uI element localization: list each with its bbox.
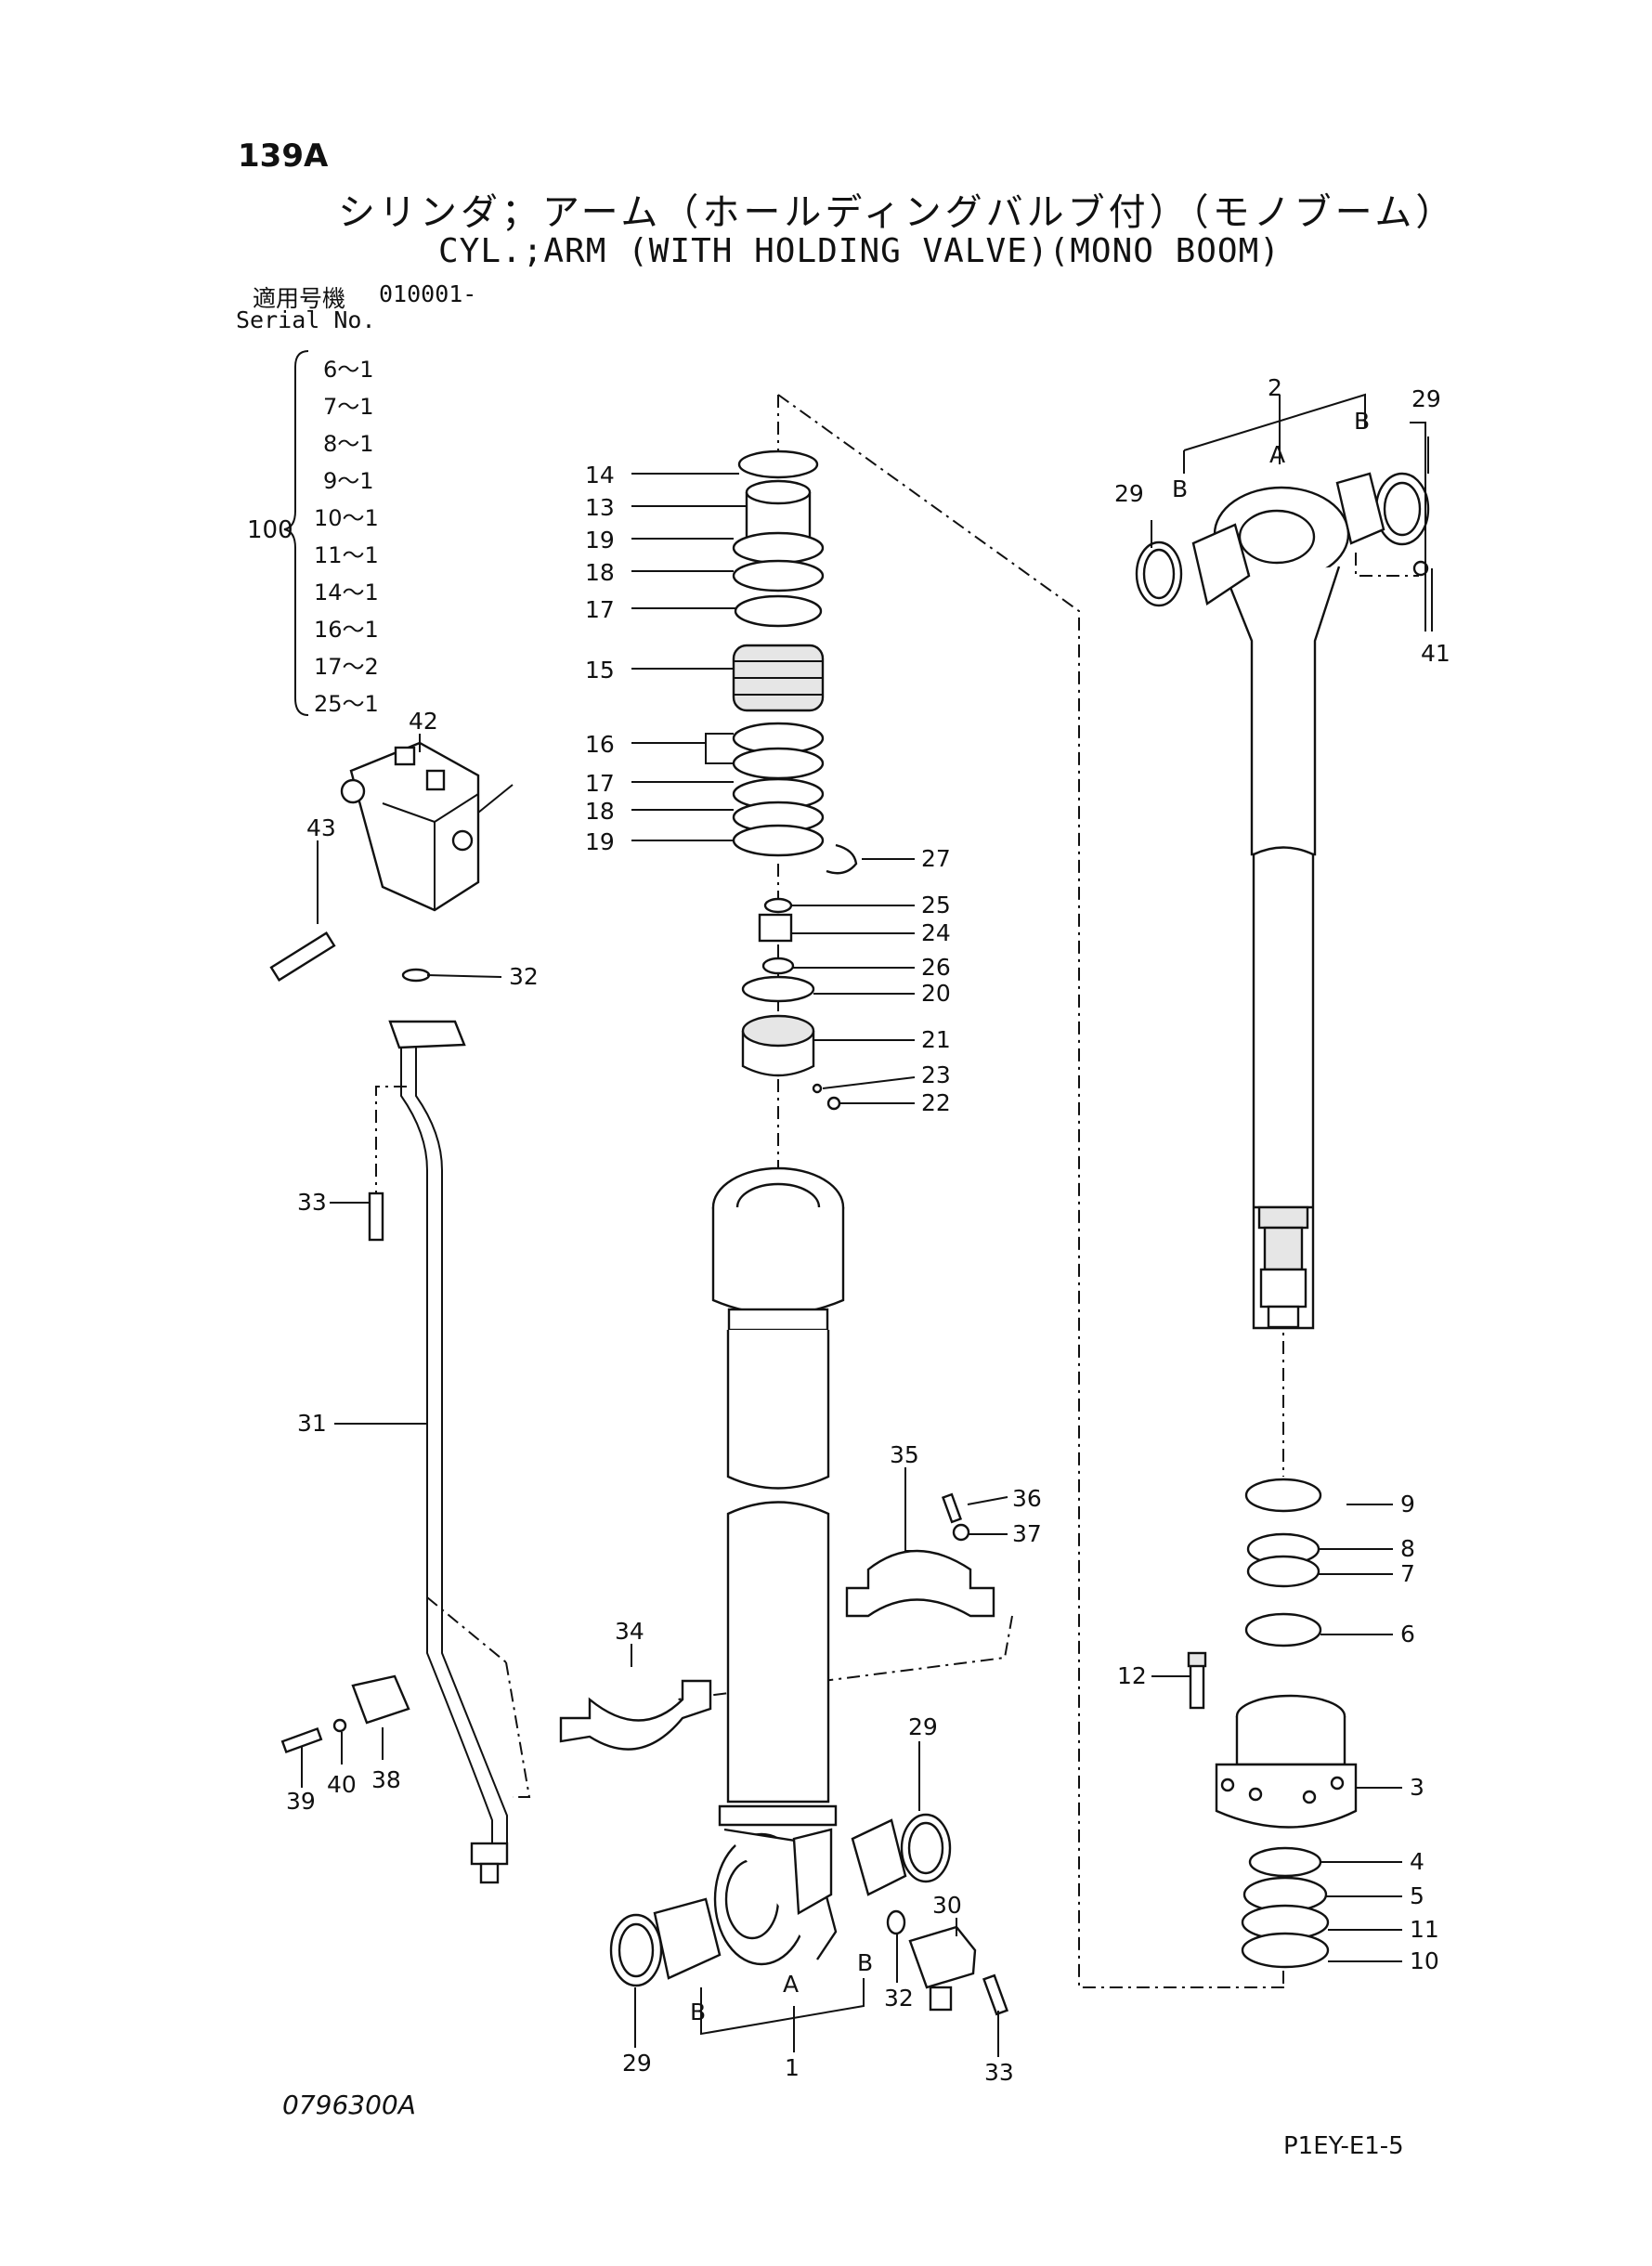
kit-item: 9～1 [323, 468, 374, 494]
callout-18b: 18 [585, 798, 615, 825]
title-english: CYL.;ARM (WITH HOLDING VALVE)(MONO BOOM) [438, 232, 1281, 270]
kit-item: 25～1 [314, 691, 379, 717]
callout-32: 32 [884, 1985, 914, 2012]
pipe-bracket [280, 1674, 410, 1754]
callout-21: 21 [921, 1026, 951, 1053]
callout-10: 10 [1410, 1947, 1439, 1974]
tube-bushings [609, 1813, 952, 1987]
callout-22: 22 [921, 1089, 951, 1116]
callout-31: 31 [297, 1410, 327, 1437]
callout-35: 35 [890, 1441, 919, 1468]
callout-6: 6 [1400, 1621, 1415, 1647]
callout-39: 39 [286, 1788, 316, 1815]
callout-23: 23 [921, 1061, 951, 1088]
callout-2: 2 [1268, 374, 1282, 401]
callout-13: 13 [585, 494, 615, 521]
callout-14: 14 [585, 462, 615, 488]
callout-8: 8 [1400, 1535, 1415, 1562]
callout-20: 20 [921, 980, 951, 1007]
rod-seal-rings [1244, 1478, 1322, 1647]
kit-item: 10～1 [314, 505, 379, 531]
callout-26: 26 [921, 954, 951, 981]
callout-19b: 19 [585, 828, 615, 855]
callout-37: 37 [1012, 1520, 1042, 1547]
callout-29: 29 [622, 2050, 652, 2077]
callout-16: 16 [585, 731, 615, 758]
callout-43: 43 [306, 814, 336, 841]
callout-29: 29 [1114, 480, 1144, 507]
callout-24: 24 [921, 919, 951, 946]
title-japanese: シリンダ；アーム（ホールディングバルブ付）（モノブーム） [338, 191, 1457, 234]
callout-3: 3 [1410, 1774, 1424, 1801]
kit-item: 7～1 [323, 394, 374, 420]
callout-33: 33 [984, 2059, 1014, 2086]
kit-item: 6～1 [323, 357, 374, 383]
label-B: B [690, 1999, 706, 2025]
ab-brackets [700, 393, 1366, 2052]
kit-brace [283, 350, 309, 716]
serial-label-english: Serial No. [236, 306, 376, 333]
holding-valve [269, 741, 514, 982]
pipe-clamps [559, 1492, 995, 1751]
piston-nut-parts [741, 897, 841, 1111]
label-B: B [1172, 475, 1188, 502]
label-A: A [1269, 441, 1285, 468]
callout-17b: 17 [585, 770, 615, 797]
piston-rod [1213, 486, 1350, 1330]
callout-18: 18 [585, 559, 615, 586]
callout-29: 29 [1411, 385, 1441, 412]
callout-5: 5 [1410, 1882, 1424, 1909]
label-B: B [857, 1949, 873, 1976]
elbow-fitting [908, 1925, 1009, 2016]
piston [1187, 1651, 1358, 1969]
page-code: 139A [238, 137, 329, 175]
callout-40: 40 [327, 1771, 357, 1798]
drawing-number: 0796300A [282, 2090, 416, 2120]
kit-item: 8～1 [323, 431, 374, 457]
callout-11: 11 [1410, 1916, 1439, 1943]
kit-item: 11～1 [314, 542, 379, 568]
kit-item: 14～1 [314, 580, 379, 606]
callout-34: 34 [615, 1618, 644, 1645]
rod-bushings [1135, 472, 1430, 607]
sheet-number: P1EY-E1-5 [1283, 2132, 1404, 2160]
callout-1: 1 [785, 2054, 800, 2081]
callout-29: 29 [908, 1713, 938, 1740]
label-B: B [1354, 408, 1370, 435]
callout-4: 4 [1410, 1848, 1424, 1875]
callout-12: 12 [1117, 1662, 1147, 1689]
kit-item: 17～2 [314, 654, 379, 680]
callout-41: 41 [1421, 640, 1450, 667]
callout-25: 25 [921, 892, 951, 918]
cylinder-tube [711, 1166, 845, 1966]
leader-lines [301, 422, 1433, 2057]
callout-32: 32 [509, 963, 539, 990]
head-seals [732, 449, 858, 875]
callout-36: 36 [1012, 1485, 1042, 1512]
callout-27: 27 [921, 845, 951, 872]
label-A: A [783, 1971, 799, 1998]
serial-label-japanese: 適用号機 [253, 285, 346, 312]
callout-7: 7 [1400, 1560, 1415, 1587]
callout-33: 33 [297, 1189, 327, 1216]
callout-17: 17 [585, 596, 615, 623]
serial-value: 010001- [379, 280, 477, 307]
oil-pipe [368, 968, 509, 1884]
callout-19: 19 [585, 527, 615, 553]
kit-item: 16～1 [314, 617, 379, 643]
callout-38: 38 [371, 1766, 401, 1793]
callout-9: 9 [1400, 1491, 1415, 1517]
callout-42: 42 [409, 708, 438, 735]
callout-15: 15 [585, 657, 615, 684]
callout-30: 30 [932, 1892, 962, 1919]
